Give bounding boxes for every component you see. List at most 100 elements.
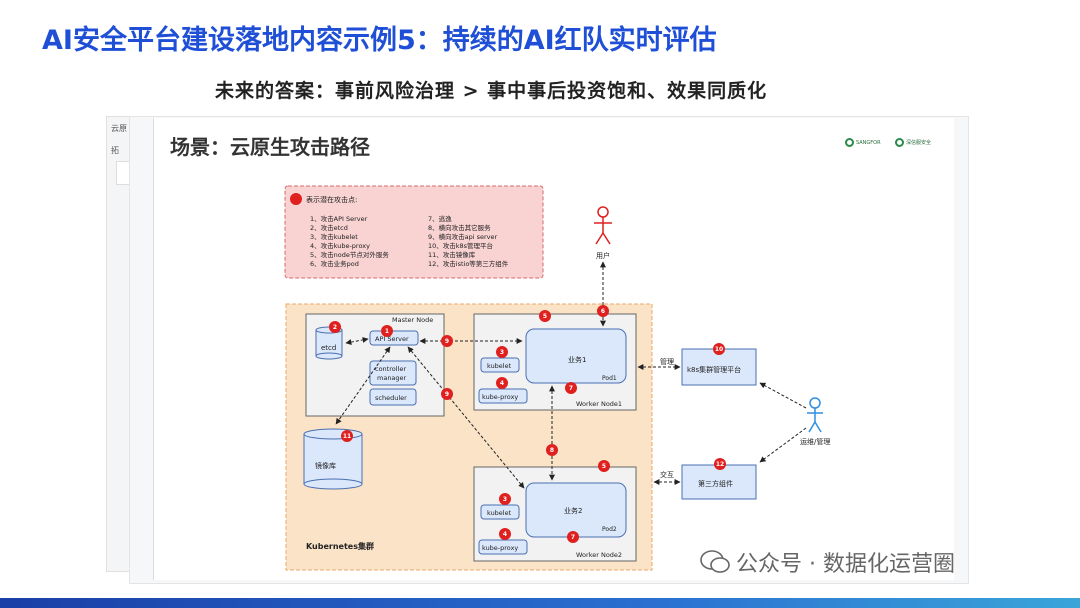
controller-manager-label: controller: [375, 365, 406, 373]
legend-item: 1、攻击API Server: [310, 214, 368, 223]
security-logo-text: 深信服安全: [906, 140, 932, 146]
ops-platform-link: [759, 382, 807, 409]
marker-label: 7: [571, 534, 575, 541]
kube-proxy-box: [478, 539, 528, 555]
attack-marker-4: [496, 377, 508, 389]
cluster-label: Kubernetes集群: [306, 541, 374, 551]
sangfor-logo-text: SANGFOR: [856, 139, 881, 146]
etcd-database-icon: [315, 326, 343, 360]
marker-label: 3: [500, 349, 504, 356]
business1-label: 业务1: [568, 355, 586, 364]
legend-box: [284, 185, 544, 279]
pod1-label: Pod1: [602, 375, 617, 382]
attack-marker-9: [441, 335, 453, 347]
sangfor-logo: SANGFOR: [845, 138, 881, 147]
scheduler-label: scheduler: [375, 394, 407, 402]
attack-marker-5: [539, 310, 551, 322]
legend-item: 5、攻击node节点对外服务: [310, 250, 389, 259]
attack-marker-3b: [499, 493, 511, 505]
ops-thirdparty-link: [759, 427, 807, 463]
marker-label: 10: [715, 346, 723, 353]
wechat-icon: [700, 550, 730, 573]
marker-label: 4: [503, 531, 507, 538]
worker-node-1-label: Worker Node1: [576, 400, 622, 408]
business2-label: 业务2: [564, 506, 582, 515]
legend-item: 6、攻击业务pod: [310, 259, 359, 268]
kube-proxy-label: kube-proxy: [482, 544, 518, 552]
sidebar-tab-label[interactable]: 拓: [111, 146, 119, 155]
attack-marker-8: [546, 444, 558, 456]
marker-label: 12: [716, 461, 724, 468]
controller-manager-label: manager: [377, 374, 407, 382]
attack-marker-9b: [441, 388, 453, 400]
bottom-accent-bar: [0, 598, 1080, 608]
third-party-label: 第三方组件: [698, 479, 733, 488]
k8s-platform-label: k8s集群管理平台: [687, 365, 741, 374]
marker-label: 2: [333, 324, 337, 331]
marker-label: 5: [543, 313, 547, 320]
kubelet-label: kubelet: [487, 362, 512, 370]
main-title: AI安全平台建设落地内容示例5：持续的AI红队实时评估: [42, 25, 717, 56]
attack-marker-11: [341, 430, 353, 442]
api-pod2-link: [407, 346, 525, 489]
marker-label: 4: [500, 380, 504, 387]
legend-marker-icon: [290, 193, 302, 205]
attack-marker-2: [329, 321, 341, 333]
legend-item: 3、攻击kubelet: [310, 232, 358, 241]
registry-database-icon: [303, 428, 363, 490]
kubelet-label: kubelet: [487, 509, 512, 517]
sidebar-tab-label[interactable]: 云原: [111, 124, 127, 133]
marker-label: 8: [550, 447, 554, 454]
legend-item: 4、攻击kube-proxy: [310, 241, 370, 250]
attack-marker-10: [713, 343, 725, 355]
legend-item: 9、横向攻击api server: [428, 232, 498, 241]
interact-label: 交互: [660, 470, 674, 479]
pod2-label: Pod2: [602, 526, 617, 533]
scene-title: 场景：云原生攻击路径: [170, 135, 370, 159]
marker-label: 5: [602, 463, 606, 470]
api-registry-link: [335, 346, 391, 425]
kubelet-box: [480, 504, 520, 520]
kube-proxy-label: kube-proxy: [482, 393, 518, 401]
subtitle: 未来的答案：事前风险治理 > 事中事后投资饱和、效果同质化: [215, 80, 768, 102]
security-logo: 深信服安全: [895, 138, 931, 147]
legend-item: 2、攻击etcd: [310, 223, 348, 232]
marker-label: 9: [445, 391, 449, 398]
legend-item: 12、攻击istio等第三方组件: [428, 259, 509, 268]
legend-title: 表示潜在攻击点:: [306, 195, 357, 204]
marker-label: 7: [569, 385, 573, 392]
attack-marker-7b: [567, 531, 579, 543]
marker-label: 6: [601, 308, 605, 315]
pod1-box: [525, 328, 627, 384]
ops-label: 运维/管理: [800, 437, 830, 446]
marker-label: 3: [503, 496, 507, 503]
master-node-label: Master Node: [392, 316, 433, 324]
legend-item: 10、攻击k8s管理平台: [428, 241, 493, 250]
legend-item: 11、攻击镜像库: [428, 250, 476, 259]
marker-label: 1: [385, 328, 389, 335]
security-logo-icon: [895, 138, 904, 147]
api-server-box: [369, 330, 419, 346]
worker-node-2-label: Worker Node2: [576, 551, 622, 559]
marker-label: 9: [445, 338, 449, 345]
attack-marker-5b: [598, 460, 610, 472]
attack-marker-7: [565, 382, 577, 394]
attack-marker-3: [496, 346, 508, 358]
third-party-box: [681, 464, 757, 500]
etcd-label: etcd: [321, 344, 336, 352]
registry-label: 镜像库: [315, 461, 336, 470]
legend-item: 7、逃逸: [428, 214, 452, 223]
watermark: 公众号 · 数据化运营圈: [700, 546, 955, 578]
sangfor-logo-icon: [845, 138, 854, 147]
marker-label: 11: [343, 433, 351, 440]
manage-label: 管理: [660, 357, 674, 366]
etcd-api-link: [345, 337, 369, 345]
attack-marker-4b: [499, 528, 511, 540]
attack-marker-6: [597, 305, 609, 317]
api-server-label: API Server: [375, 335, 409, 343]
user-icon: [594, 206, 612, 245]
attack-marker-12: [714, 458, 726, 470]
user-label: 用户: [596, 251, 610, 260]
ops-user-icon: [807, 397, 823, 433]
